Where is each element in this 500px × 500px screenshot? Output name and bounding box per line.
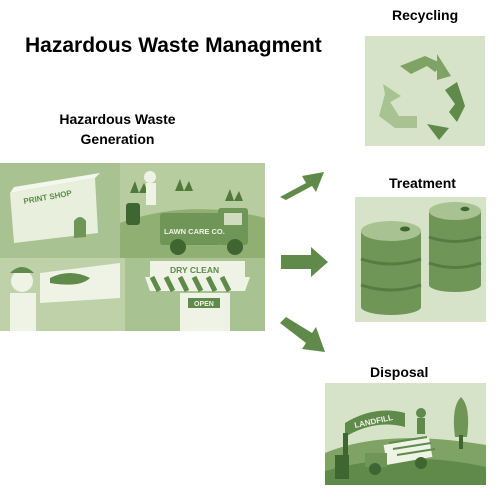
disposal-landfill-illustration: LANDFILL xyxy=(325,383,486,485)
generation-label-line1: Hazardous Waste xyxy=(59,111,176,127)
treatment-barrels-icon xyxy=(355,197,486,322)
treatment-label: Treatment xyxy=(389,175,456,191)
open-sign: OPEN xyxy=(194,301,214,308)
generation-label: Hazardous Waste Generation xyxy=(40,109,195,149)
arrow-to-treatment-icon xyxy=(279,243,329,283)
lawn-care-sign: LAWN CARE CO. xyxy=(164,227,225,236)
disposal-label: Disposal xyxy=(370,364,429,380)
recycling-icon xyxy=(365,36,485,146)
dry-clean-sign: DRY CLEAN xyxy=(170,265,219,275)
generation-label-line2: Generation xyxy=(80,131,155,147)
page-title: Hazardous Waste Managment xyxy=(25,34,322,57)
generation-illustration: PRINT SHOP LAWN CARE CO. DRY CLEAN OPEN xyxy=(0,163,265,331)
arrow-to-recycling-icon xyxy=(278,166,328,206)
arrow-to-disposal-icon xyxy=(278,315,328,355)
recycling-label: Recycling xyxy=(392,7,459,23)
